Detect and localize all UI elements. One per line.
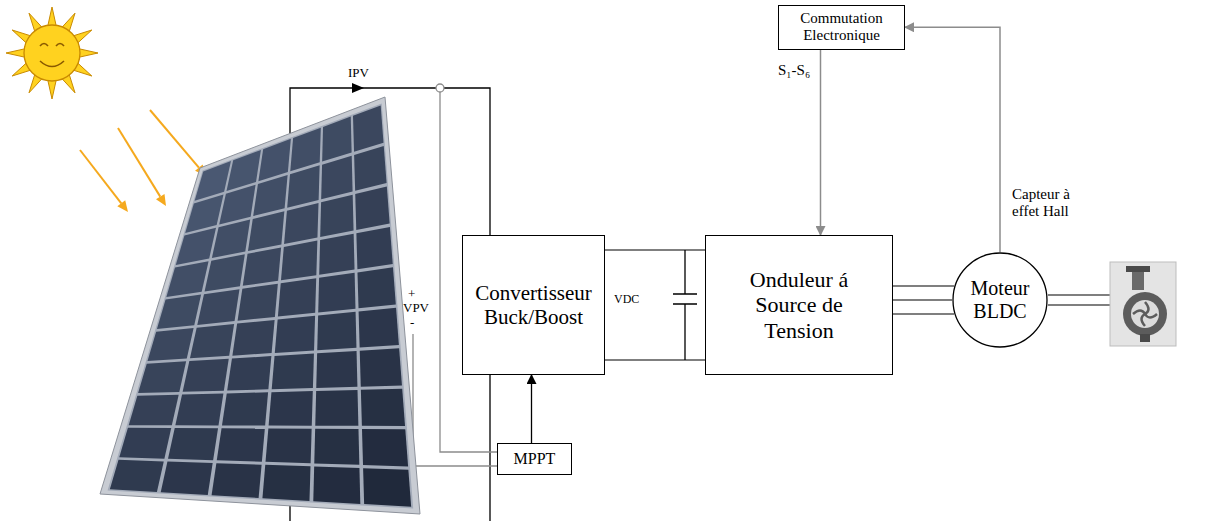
node-text: Onduleur á Source de Tension — [743, 267, 855, 343]
node-text: Convertisseur Buck/Boost — [470, 281, 598, 329]
current-arrow — [352, 83, 364, 93]
converter-box: Convertisseur Buck/Boost — [462, 235, 605, 375]
current-label: IPV — [348, 66, 369, 80]
control-signal-arrow — [820, 50, 822, 236]
phase-wire — [893, 299, 952, 300]
sun-icon — [6, 7, 98, 99]
pump-icon — [1110, 262, 1176, 346]
inverter-box: Onduleur á Source de Tension — [705, 235, 893, 375]
dc-bus-wire — [605, 359, 705, 360]
control-box: Commutation Electronique — [778, 5, 905, 50]
motor-circle: Moteur BLDC — [952, 252, 1048, 348]
node-text: Commutation Electronique — [786, 10, 898, 45]
mppt-box: MPPT — [497, 443, 572, 475]
hall-feedback-arrow — [905, 27, 1000, 252]
dc-bus-wire — [605, 249, 705, 250]
duty-cycle-arrow — [531, 375, 532, 443]
node-text: Moteur BLDC — [964, 277, 1036, 323]
polarity-sign: - — [410, 316, 414, 330]
pv-panel — [100, 97, 420, 514]
voltage-label: VDC — [614, 293, 639, 306]
shaft-line — [1048, 295, 1110, 305]
phase-wire — [893, 286, 954, 314]
capacitor-symbol — [673, 250, 697, 360]
sensor-label: Capteur à effet Hall — [1010, 186, 1094, 221]
current-sensor — [436, 84, 444, 92]
sun-ray-arrow — [80, 110, 206, 212]
node-text: MPPT — [514, 450, 556, 468]
polarity-sign: + — [408, 287, 415, 301]
signal-name: S₁-S₆ — [776, 62, 812, 79]
voltage-label: VPV — [403, 301, 429, 315]
